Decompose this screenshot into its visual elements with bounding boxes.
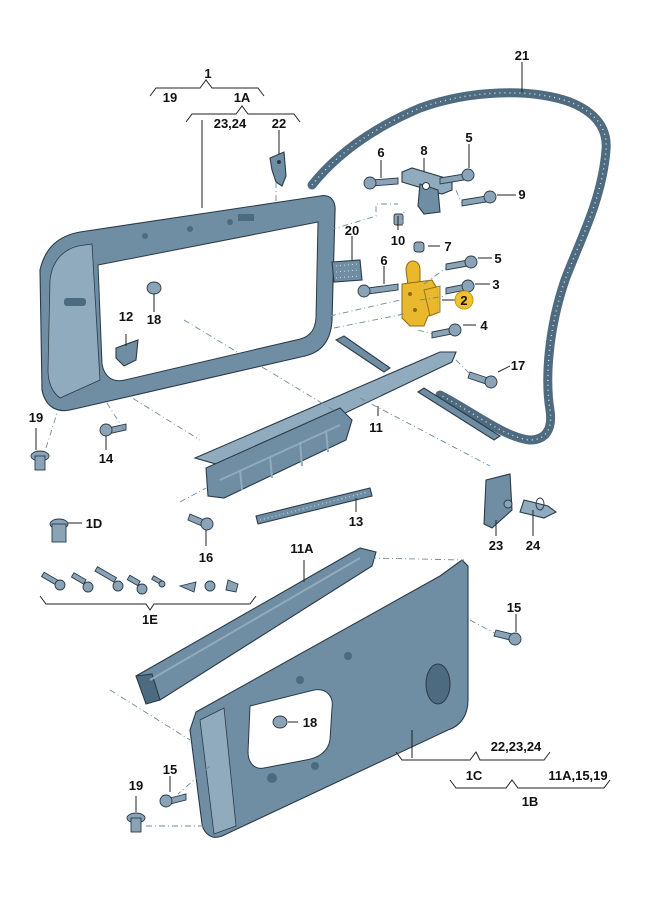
- trim-part-11A[interactable]: [135, 547, 377, 705]
- rivet-nut-part-19-upper[interactable]: [30, 450, 50, 471]
- callout-13[interactable]: 13: [349, 514, 363, 529]
- highlight-badge-part-2: [454, 290, 474, 310]
- callout-14[interactable]: 14: [99, 451, 114, 466]
- callout-23-24[interactable]: 23,24: [214, 116, 247, 131]
- callout-7[interactable]: 7: [444, 239, 451, 254]
- callout-1A[interactable]: 1A: [234, 90, 251, 105]
- door-frame-upper[interactable]: [39, 195, 336, 412]
- callout-21[interactable]: 21: [515, 48, 529, 63]
- cap-part-7[interactable]: [413, 241, 425, 253]
- plug-part-18-lower[interactable]: [272, 715, 288, 729]
- strip-part-13[interactable]: [255, 487, 373, 525]
- bracket-part-22[interactable]: [269, 151, 287, 187]
- bracket-part-12[interactable]: [115, 339, 139, 367]
- callout-11A-15-19[interactable]: 11A,15,19: [548, 768, 607, 783]
- callout-1E[interactable]: 1E: [142, 612, 158, 627]
- callout-1C[interactable]: 1C: [466, 768, 483, 783]
- callout-10[interactable]: 10: [391, 233, 405, 248]
- leader-lines: [35, 62, 534, 812]
- callout-labels: 1 19 1A 23,24 22 21 6 8 5 9 10 20 7 5 6 …: [29, 48, 608, 809]
- door-inner-panel[interactable]: [189, 559, 469, 838]
- callout-9[interactable]: 9: [518, 187, 525, 202]
- seal-strip-segment: [334, 335, 502, 441]
- callout-23[interactable]: 23: [489, 538, 503, 553]
- callout-11[interactable]: 11: [369, 420, 383, 435]
- bolt-part-3[interactable]: [445, 279, 475, 295]
- callout-1B[interactable]: 1B: [522, 794, 539, 809]
- callout-15-right[interactable]: 15: [507, 600, 521, 615]
- callout-4[interactable]: 4: [480, 318, 488, 333]
- bolt-part-14[interactable]: [99, 423, 127, 437]
- bolt-part-4[interactable]: [431, 323, 462, 339]
- rivet-nut-part-1D[interactable]: [49, 518, 69, 543]
- callout-19-top[interactable]: 19: [163, 90, 177, 105]
- bolt-part-5-lower[interactable]: [445, 255, 478, 271]
- pad-part-20[interactable]: [331, 259, 363, 283]
- callout-12[interactable]: 12: [119, 309, 133, 324]
- rivet-nut-part-19-lower[interactable]: [126, 812, 146, 833]
- callout-5-top[interactable]: 5: [465, 130, 472, 145]
- hardware-kit-1E[interactable]: [40, 566, 239, 595]
- callout-2[interactable]: 2: [460, 293, 467, 308]
- assembly-guide-lines: [45, 182, 497, 827]
- callout-1[interactable]: 1: [204, 66, 211, 81]
- callout-24[interactable]: 24: [526, 538, 541, 553]
- callout-6-top[interactable]: 6: [377, 145, 384, 160]
- callout-19-left[interactable]: 19: [29, 410, 43, 425]
- trim-part-11[interactable]: [193, 351, 457, 499]
- bolt-part-15-right[interactable]: [493, 629, 522, 646]
- callout-20[interactable]: 20: [345, 223, 359, 238]
- callout-15-left[interactable]: 15: [163, 762, 177, 777]
- callout-22-23-24[interactable]: 22,23,24: [491, 739, 542, 754]
- callout-18-bottom[interactable]: 18: [303, 715, 317, 730]
- upper-hinge-part-8[interactable]: [401, 167, 453, 215]
- bolt-part-5-upper[interactable]: [439, 168, 475, 185]
- callout-5-mid[interactable]: 5: [494, 251, 501, 266]
- callout-8[interactable]: 8: [420, 143, 427, 158]
- bolt-part-9[interactable]: [461, 190, 497, 207]
- lock-part-23[interactable]: [483, 473, 513, 529]
- bolt-part-15-left[interactable]: [159, 793, 187, 808]
- callout-16[interactable]: 16: [199, 550, 213, 565]
- callout-22[interactable]: 22: [272, 116, 286, 131]
- bracket-part-24[interactable]: [519, 497, 558, 519]
- callout-1D[interactable]: 1D: [86, 516, 103, 531]
- lower-hinge-part-2[interactable]: [401, 260, 441, 327]
- bolt-part-16[interactable]: [187, 513, 214, 531]
- callout-19-bottom[interactable]: 19: [129, 778, 143, 793]
- group-brackets: [39, 79, 611, 789]
- bolt-part-17[interactable]: [467, 371, 498, 389]
- callout-11A[interactable]: 11A: [290, 541, 314, 556]
- callout-18-top[interactable]: 18: [147, 312, 161, 327]
- callout-3[interactable]: 3: [492, 277, 499, 292]
- bolt-part-6-lower[interactable]: [357, 283, 399, 298]
- bolt-part-6-upper[interactable]: [363, 176, 399, 190]
- callout-17[interactable]: 17: [511, 358, 525, 373]
- plug-part-18-upper[interactable]: [146, 281, 162, 295]
- callout-6-mid[interactable]: 6: [380, 253, 387, 268]
- door-seal-part-21[interactable]: [307, 88, 611, 445]
